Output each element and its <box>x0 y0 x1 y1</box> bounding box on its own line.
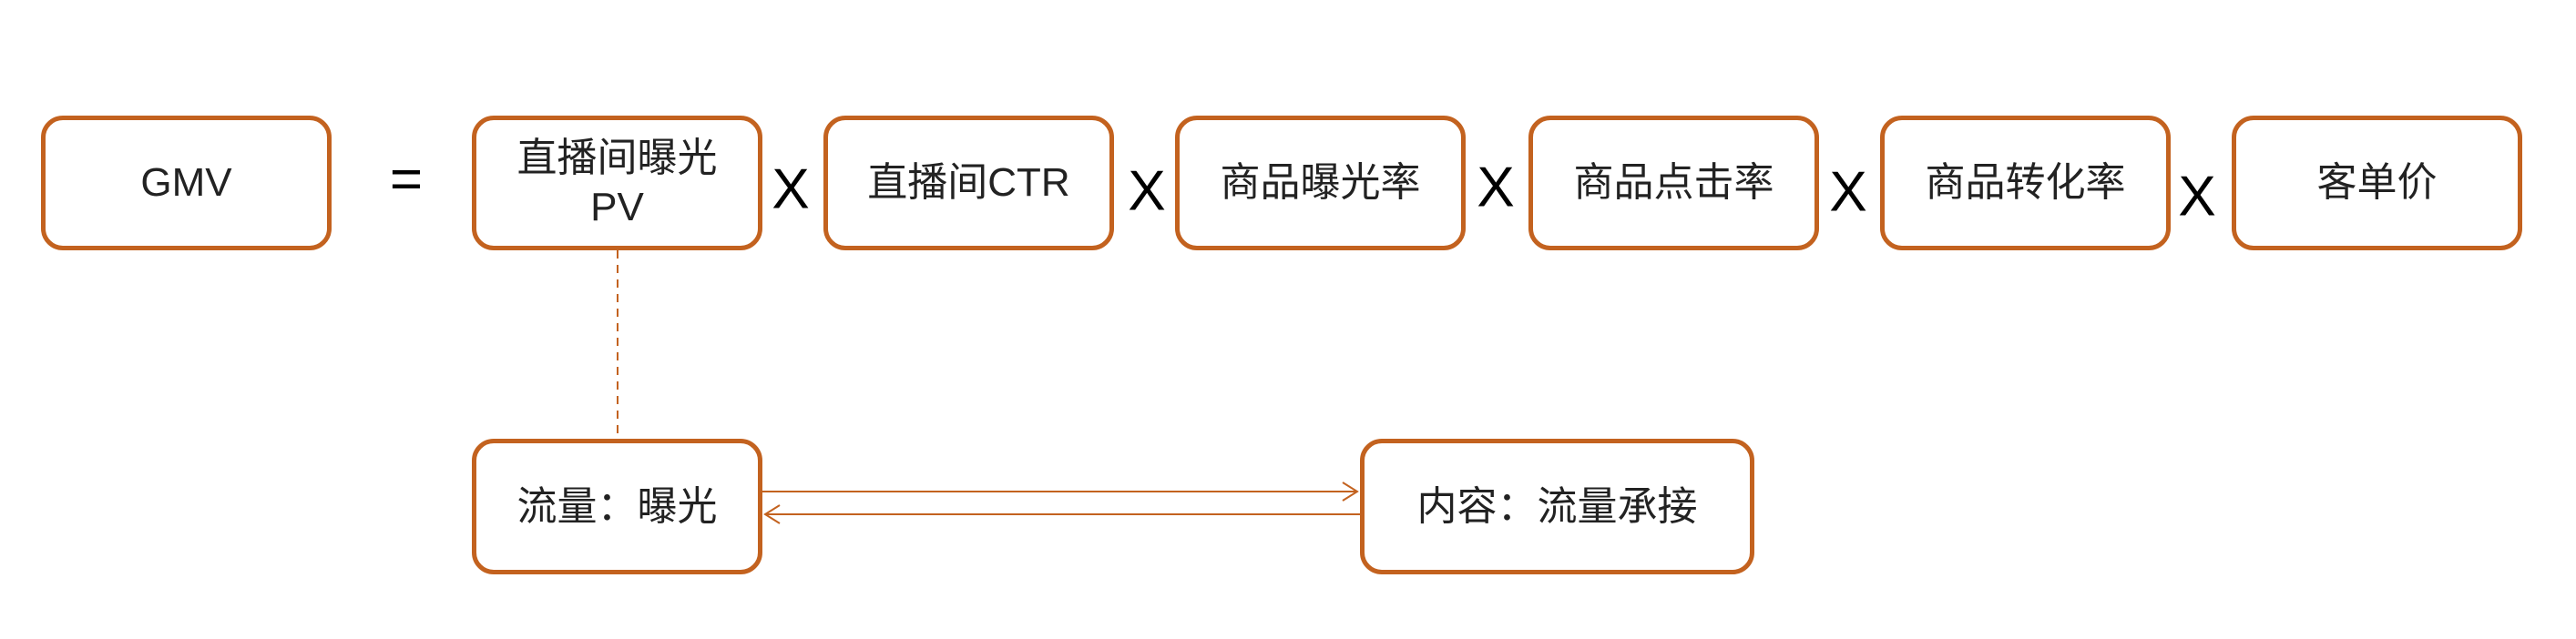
times-sign: X <box>1829 160 1867 224</box>
factor-product-exposure-rate: 商品曝光率 <box>1175 116 1466 250</box>
content-box: 内容：流量承接 <box>1360 439 1754 574</box>
traffic-box: 流量：曝光 <box>472 439 762 574</box>
factor-label: 商品点击率 <box>1573 160 1774 205</box>
times-sign: X <box>772 157 810 221</box>
arrow-right <box>762 482 1359 502</box>
gmv-label: GMV <box>140 160 232 205</box>
content-label: 内容：流量承接 <box>1416 483 1698 529</box>
traffic-label: 流量：曝光 <box>516 483 718 529</box>
factor-live-exposure-pv: 直播间曝光 PV <box>472 116 762 250</box>
factor-label: 商品转化率 <box>1925 160 2126 205</box>
equals-sign: = <box>389 147 424 211</box>
arrow-left <box>763 504 1360 524</box>
times-sign: X <box>1477 156 1515 219</box>
factor-product-conversion-rate: 商品转化率 <box>1880 116 2171 250</box>
factor-avg-order-value: 客单价 <box>2232 116 2522 250</box>
factor-label: 直播间CTR <box>867 160 1070 205</box>
factor-product-click-rate: 商品点击率 <box>1528 116 1819 250</box>
times-sign: X <box>1128 159 1166 223</box>
gmv-box: GMV <box>41 116 332 250</box>
factor-label: 直播间曝光 PV <box>516 136 718 229</box>
factor-live-ctr: 直播间CTR <box>823 116 1114 250</box>
factor-label: 商品曝光率 <box>1220 160 1421 205</box>
times-sign: X <box>2178 165 2216 228</box>
factor-label: 客单价 <box>2316 160 2438 205</box>
